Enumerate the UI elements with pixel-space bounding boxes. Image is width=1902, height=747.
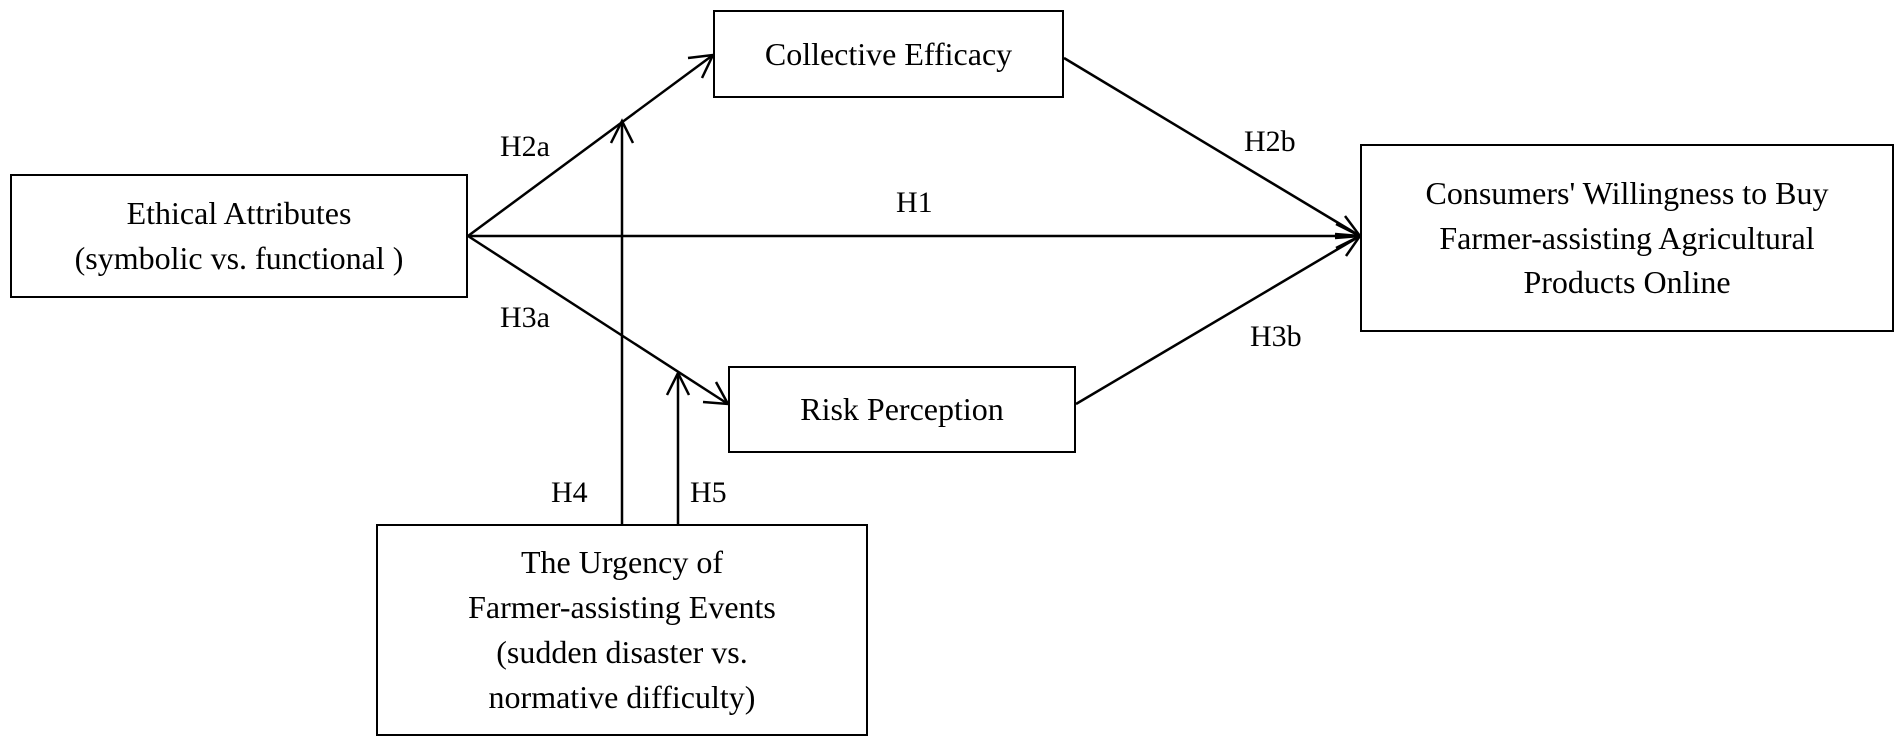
node-urgency-line-3: (sudden disaster vs.: [496, 634, 748, 670]
edge-h4-arrowhead: [609, 118, 635, 144]
edge-label-h2b: H2b: [1244, 125, 1296, 158]
edge-label-h4: H4: [551, 476, 588, 509]
edge-label-h3a: H3a: [500, 301, 550, 334]
node-willingness-line-2: Farmer-assisting Agricultural: [1439, 219, 1815, 256]
node-ethical-attributes-line-1: Ethical Attributes: [126, 195, 352, 232]
node-willingness-line-3: Products Online: [1523, 264, 1731, 301]
edge-h3b: [1075, 234, 1361, 406]
edge-label-h3b: H3b: [1250, 320, 1302, 353]
edge-label-h2a: H2a: [500, 130, 550, 163]
node-ethical-attributes: Ethical Attributes (symbolic vs. functio…: [10, 174, 468, 298]
node-urgency-line-4: normative difficulty): [488, 678, 756, 715]
edge-label-h5: H5: [690, 476, 727, 509]
node-urgency-line-1: The Urgency of: [521, 544, 723, 581]
edge-h2b: [1063, 56, 1361, 238]
node-ethical-attributes-line-2: (symbolic vs. functional ): [74, 240, 404, 276]
node-willingness: Consumers' Willingness to Buy Farmer-ass…: [1360, 144, 1894, 332]
edge-h3a: [467, 234, 729, 406]
node-willingness-line-1: Consumers' Willingness to Buy: [1425, 174, 1829, 211]
node-risk-perception: Risk Perception: [728, 366, 1076, 453]
node-urgency: The Urgency of Farmer-assisting Events (…: [376, 524, 868, 736]
node-collective-efficacy-line-1: Collective Efficacy: [764, 35, 1013, 72]
node-urgency-line-2: Farmer-assisting Events: [468, 589, 776, 626]
edge-h5-arrowhead: [665, 370, 691, 396]
edge-label-h1: H1: [896, 186, 933, 219]
edge-h2a: [467, 53, 714, 238]
node-collective-efficacy: Collective Efficacy: [713, 10, 1064, 98]
node-risk-perception-line-1: Risk Perception: [800, 391, 1004, 428]
